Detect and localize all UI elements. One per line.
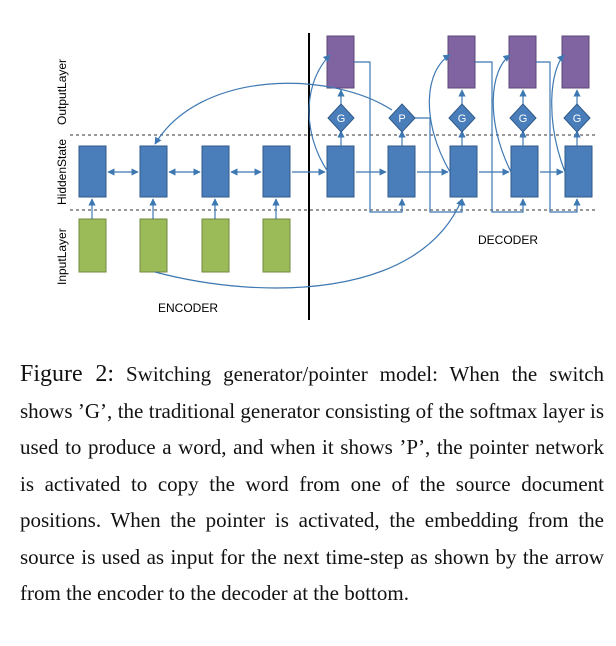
feedback-arrow (354, 61, 406, 213)
decoder-hidden-state (564, 145, 593, 198)
encoder-input (262, 218, 291, 273)
encoder-input (139, 218, 168, 273)
encoder-label: ENCODER (158, 301, 218, 315)
attention-arc (154, 82, 393, 145)
switch-diamond (563, 103, 591, 133)
encoder-input (201, 218, 230, 273)
switch-diamond (388, 103, 416, 133)
caption-label: Figure 2: (20, 361, 115, 387)
switch-label: G (573, 113, 582, 125)
switch-group: G P G G G (327, 103, 591, 133)
switch-diamond (327, 103, 355, 133)
curve-arrow (428, 54, 451, 173)
figure-caption: Figure 2: Switching generator/pointer mo… (20, 356, 604, 612)
feedback-arrow (475, 61, 527, 213)
input-layer-label: InputLayer (55, 228, 69, 285)
decoder-output (508, 35, 537, 89)
encoder-hidden-state (201, 145, 230, 198)
curve-arrow (308, 54, 331, 173)
switch-diamond (448, 103, 476, 133)
curve-arrow (492, 54, 512, 173)
encoder-hidden-state (139, 145, 168, 198)
decoder-output (561, 35, 590, 89)
decoder-hidden-state (449, 145, 478, 198)
switch-label: P (398, 113, 405, 125)
decoder-label: DECODER (478, 233, 538, 247)
encoder-input (78, 218, 107, 273)
decoder-hidden-state (326, 145, 355, 198)
copy-arc (154, 198, 463, 289)
switch-label: G (337, 113, 346, 125)
encoder-hidden-state (262, 145, 291, 198)
output-layer-label: OutputLayer (55, 59, 69, 125)
decoder-output (447, 35, 476, 89)
switch-label: G (458, 113, 467, 125)
feedback-arrow (415, 117, 466, 213)
decoder-hidden-state (387, 145, 416, 198)
architecture-diagram: OutputLayer HiddenState InputLayer (55, 33, 598, 320)
switch-diamond (509, 103, 537, 133)
decoder-output (326, 35, 355, 89)
switch-label: G (519, 113, 528, 125)
hidden-state-label: HiddenState (55, 139, 69, 205)
encoder-hidden-state (78, 145, 107, 198)
caption-text: Switching generator/pointer model: When … (20, 362, 605, 605)
feedback-arrow (536, 61, 581, 213)
decoder-hidden-state (510, 145, 539, 198)
curve-arrow (551, 54, 566, 173)
